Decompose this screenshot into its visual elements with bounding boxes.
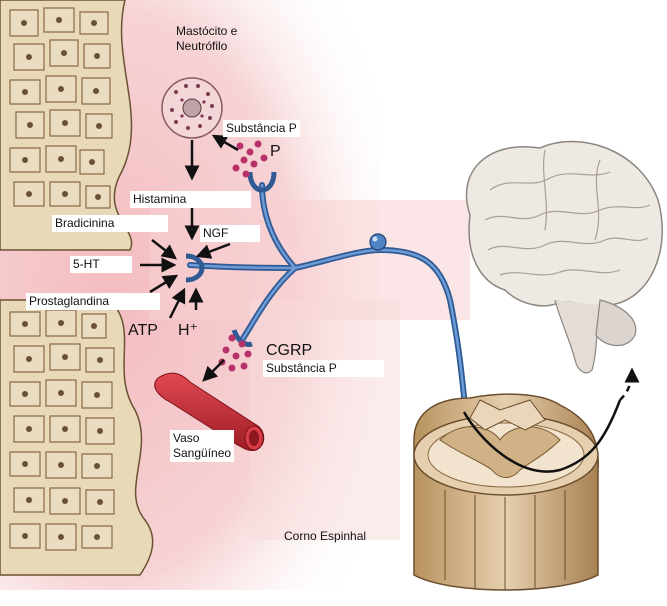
- label-atp: ATP: [128, 323, 158, 338]
- label-5ht: 5-HT: [70, 256, 132, 273]
- spinal-cord: [414, 394, 598, 590]
- label-cgrp: CGRP: [266, 343, 312, 358]
- brain: [466, 141, 662, 372]
- label-prostaglandina: Prostaglandina: [26, 293, 160, 310]
- label-substance-p-bottom: Substância P: [263, 360, 384, 377]
- mast-cell: [162, 78, 222, 138]
- skin-cells-top: [0, 0, 132, 250]
- label-p: P: [270, 144, 281, 159]
- label-blood-vessel: Vaso Sangüíneo: [170, 430, 234, 462]
- label-histamina: Histamina: [130, 191, 251, 208]
- label-h-plus: H⁺: [178, 323, 198, 338]
- label-dorsal-horn: Corno Espinhal: [284, 529, 366, 544]
- label-mast-cell: Mastócito e Neutrófilo: [176, 24, 256, 54]
- label-substance-p-top: Substância P: [223, 120, 300, 137]
- label-bradicinina: Bradicinina: [52, 215, 168, 232]
- label-ngf: NGF: [200, 225, 260, 242]
